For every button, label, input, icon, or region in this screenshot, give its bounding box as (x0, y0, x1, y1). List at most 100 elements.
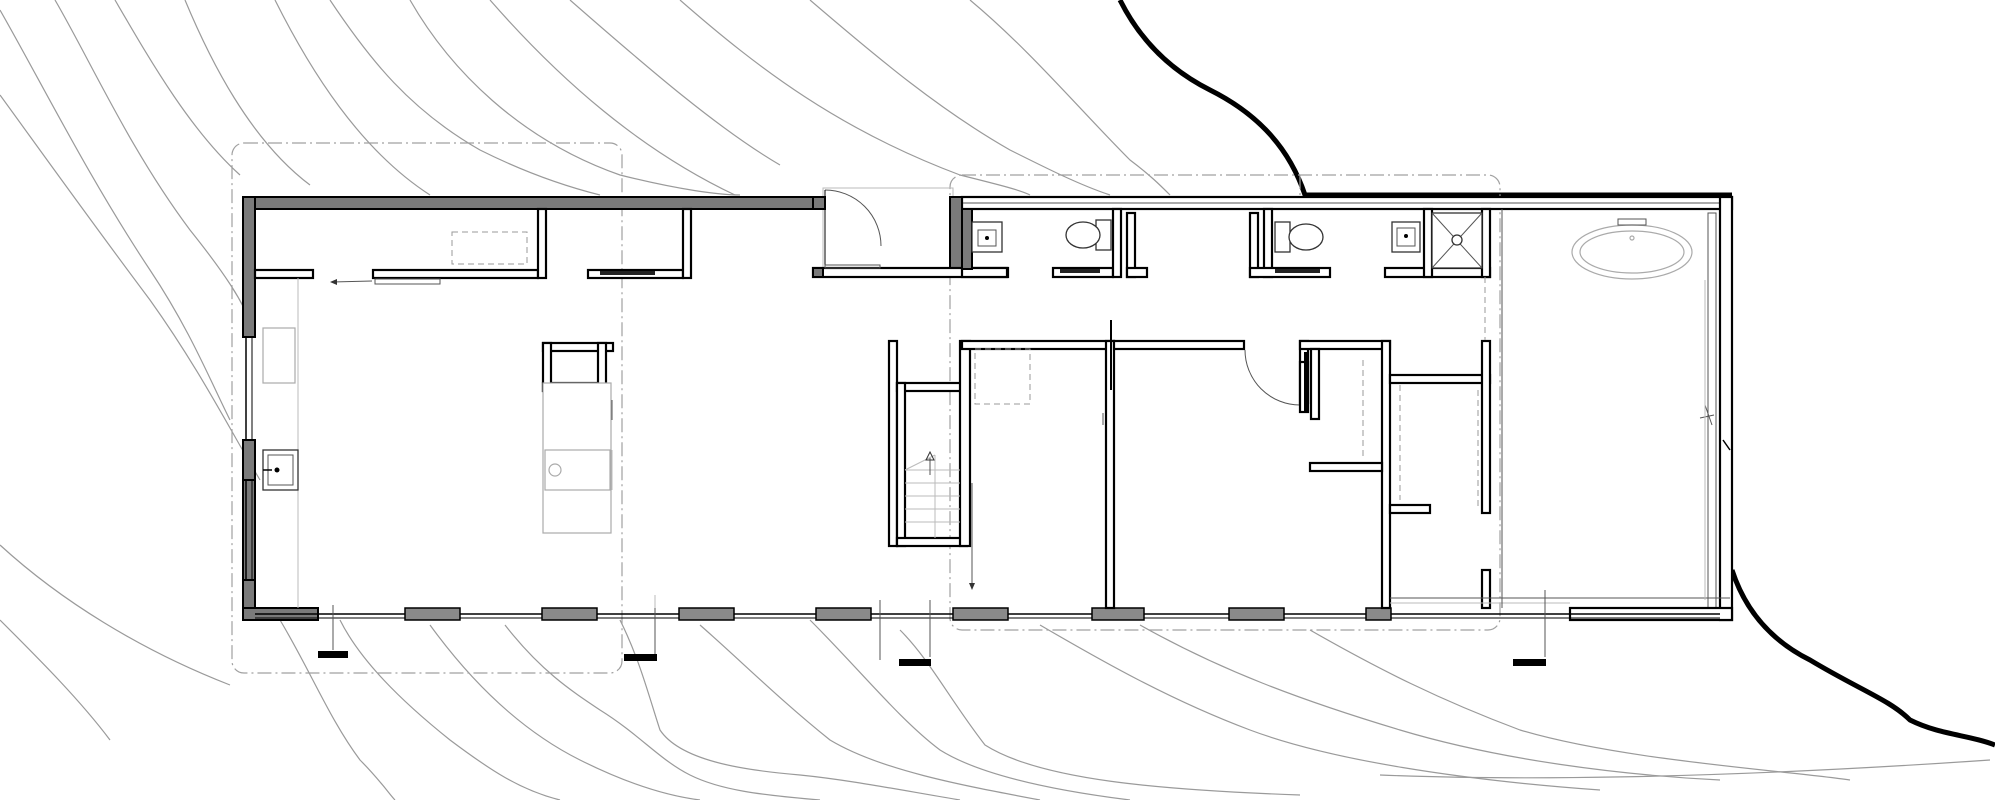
bath-wall-west (961, 208, 973, 270)
contour-line (1139, 624, 1721, 781)
east-wall-inner-line (1707, 212, 1717, 609)
pocket-door (1275, 269, 1320, 273)
toilet-tank-2 (1274, 221, 1291, 253)
stair-down-arrow (969, 583, 975, 590)
contour-line (569, 0, 781, 166)
contour-line (429, 624, 701, 800)
island-sink-bowl (548, 463, 562, 477)
wall-pier (404, 607, 461, 621)
stair-wall-south (895, 536, 969, 548)
contour-line (409, 0, 741, 196)
roof-outline-west (231, 142, 623, 674)
contour-line (619, 619, 961, 800)
bathtub-basin (1579, 230, 1685, 274)
wall-pier (678, 607, 735, 621)
stair-landing-wall (895, 381, 969, 393)
shower-wall (1480, 207, 1492, 279)
contour-line (0, 94, 261, 481)
wall-pier (952, 607, 1009, 621)
bath-partition (1262, 207, 1274, 279)
contour-line (274, 0, 431, 196)
closet-shelf (1388, 503, 1432, 515)
contour-line (329, 0, 601, 196)
site-edge-line-south (1729, 569, 1995, 748)
contour-line (114, 0, 241, 176)
stair-wall (895, 381, 907, 548)
closet-wall (1309, 347, 1321, 421)
section-marker (899, 659, 931, 666)
stair-tread (904, 454, 936, 471)
interior-wall (371, 268, 540, 280)
wall-hook (1699, 414, 1715, 419)
partition-post (1110, 320, 1112, 390)
wall-pier (815, 607, 872, 621)
contour-line (809, 0, 1111, 196)
wall-pier (1365, 607, 1392, 621)
closet-door-leaf (1304, 352, 1307, 412)
contour-line (0, 9, 231, 421)
sink-drain (1404, 234, 1408, 238)
stair-treads (904, 454, 960, 538)
closet-wall-2 (1388, 373, 1492, 385)
toilet-2 (1288, 223, 1324, 251)
sink-basin (977, 229, 997, 247)
shower-drain (1451, 234, 1463, 246)
entry-jamb (812, 196, 826, 210)
bath-wall (960, 266, 1009, 279)
toilet-1 (1065, 221, 1101, 249)
kitchen-living (253, 207, 693, 608)
closet-wall-north (1298, 339, 1392, 351)
cooktop (262, 327, 296, 384)
exterior-walls (242, 195, 1734, 622)
west-wall-upper (242, 196, 256, 338)
pocket-door (1060, 269, 1100, 273)
wall-pier (541, 607, 598, 621)
sink-basin (1396, 227, 1416, 247)
sliding-panel (374, 278, 441, 285)
wall-pier (1228, 607, 1285, 621)
bedrooms (960, 320, 1730, 610)
wall-pier (1091, 607, 1145, 621)
east-wall-opening (1722, 439, 1731, 451)
south-wall-piers (404, 607, 1392, 621)
contour-line (54, 0, 246, 311)
contour-line (0, 619, 111, 741)
contour-line (1039, 624, 1601, 791)
closet-wall-stub (1480, 568, 1492, 610)
interior-wall (681, 207, 693, 280)
contour-line (1309, 629, 1851, 781)
bathrooms (960, 207, 1715, 608)
contour-line (699, 624, 1041, 800)
stair (887, 339, 975, 590)
east-wall (1718, 195, 1734, 622)
sliding-door (600, 271, 655, 275)
roof-outline-east (949, 174, 1501, 631)
interior-wall (536, 207, 548, 280)
bedroom-door-swing (1244, 349, 1301, 406)
site-edge-line-north (1117, 0, 1732, 198)
sink-drain (985, 236, 989, 240)
section-markers (318, 590, 1546, 666)
tub-drain (1629, 235, 1635, 241)
bedroom-wall-north-2 (1112, 339, 1246, 351)
north-wall-west (242, 196, 824, 210)
section-marker (318, 651, 348, 658)
bath-wall (1125, 266, 1149, 279)
contour-line (899, 629, 1301, 796)
closet-wall-3 (1480, 339, 1492, 515)
bath-wall (1383, 266, 1492, 279)
entry-jamb-east (949, 196, 963, 272)
overhead-outline (974, 348, 1031, 405)
contour-line (489, 0, 736, 196)
entry (811, 187, 1010, 279)
stair-arrow-head (925, 450, 935, 461)
entry-threshold (824, 264, 881, 269)
tub-faucet (1617, 218, 1647, 226)
section-marker (624, 654, 657, 661)
stair-wall-east (958, 339, 972, 548)
contour-line (0, 544, 231, 686)
faucet (274, 467, 280, 473)
wall-hook (1704, 404, 1713, 426)
bedroom-wall-north (960, 339, 1116, 351)
